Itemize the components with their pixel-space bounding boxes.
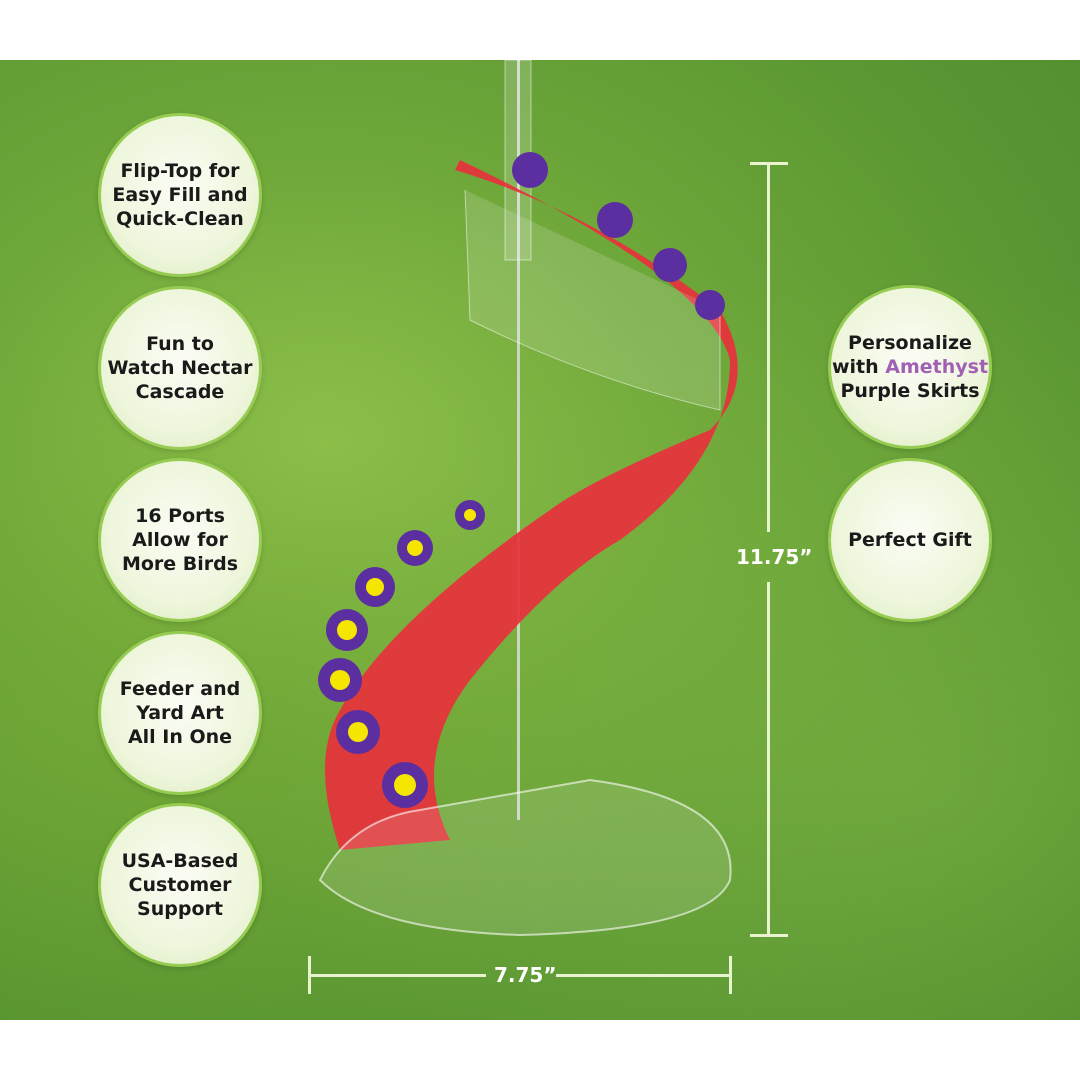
width-dimension-line [556, 974, 731, 977]
feature-text: Yard Art [136, 702, 224, 724]
feature-text: More Birds [121, 553, 239, 575]
width-dimension-right-cap [729, 956, 732, 994]
feature-text: Perfect Gift [848, 529, 972, 551]
feature-text: All In One [127, 726, 233, 748]
width-label: 7.75” [494, 963, 557, 987]
feature-text: Fun to [146, 333, 214, 355]
feature-text: USA-Based [121, 850, 239, 872]
feature-text: Personalize [848, 332, 972, 354]
hummingbird-feeder-image [318, 60, 738, 937]
feature-text: 16 Ports [135, 505, 225, 527]
feature-text: Quick-Clean [116, 208, 244, 230]
hanging-pole [517, 60, 520, 820]
height-dimension-line [767, 162, 770, 532]
height-dimension-bottom-cap [750, 934, 788, 937]
feature-text: Cascade [135, 381, 225, 403]
feature-text: Easy Fill and [112, 184, 248, 206]
feature-text: Flip-Top for [120, 160, 240, 182]
amethyst-highlight: Amethyst [885, 356, 989, 378]
feature-gift: Perfect Gift [828, 458, 992, 622]
yellow-flowers [330, 509, 476, 796]
height-label: 11.75” [736, 545, 813, 569]
feature-text: Support [137, 898, 223, 920]
feature-text: Purple Skirts [840, 380, 980, 402]
feature-text: Feeder and [119, 678, 241, 700]
clear-base [318, 778, 732, 937]
red-spiral-ribbon [325, 160, 738, 850]
width-dimension-line [308, 974, 486, 977]
height-dimension-line [767, 582, 770, 937]
feature-text: Customer [128, 874, 232, 896]
feature-text: Watch Nectar [107, 357, 253, 379]
feature-text: Allow for [132, 529, 228, 551]
feature-text: with [831, 356, 886, 378]
